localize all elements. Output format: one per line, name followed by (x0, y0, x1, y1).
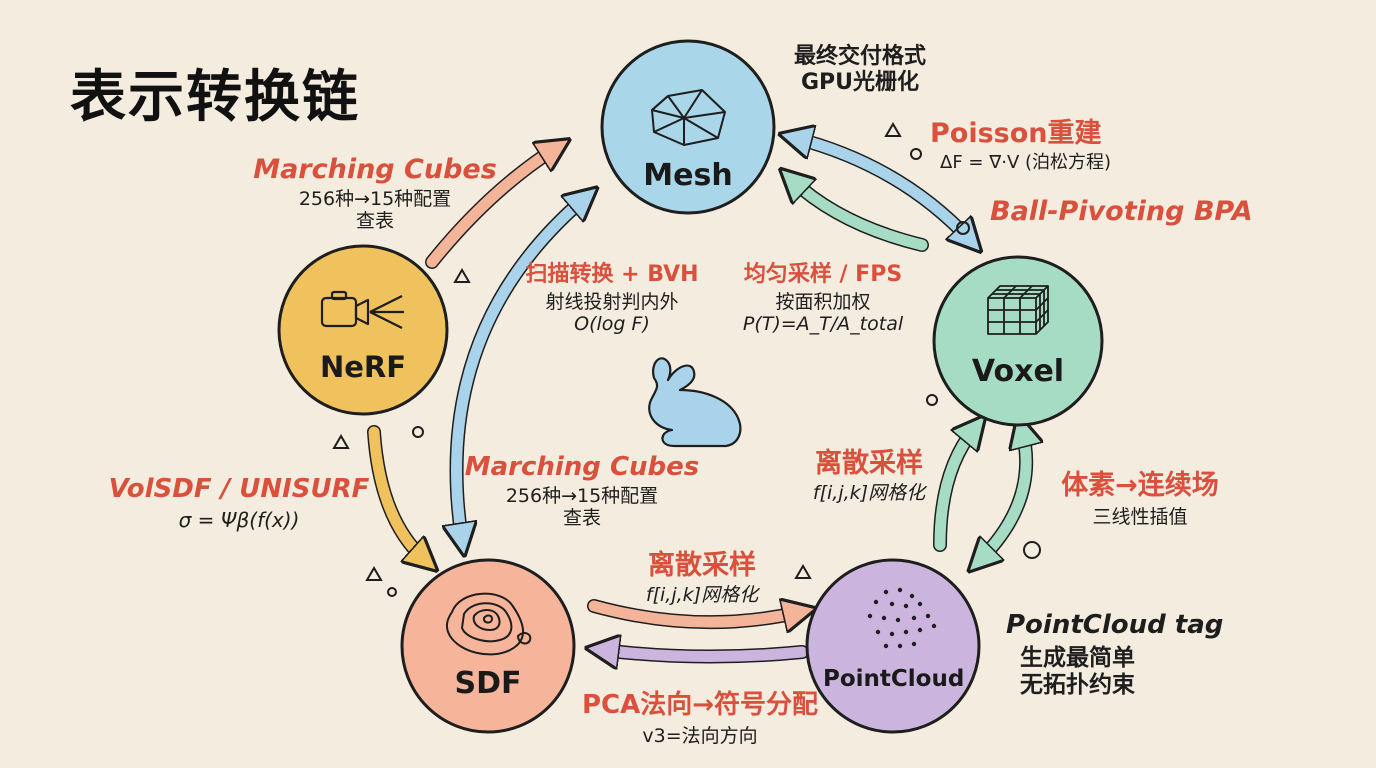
label-mesh-to-pointcloud: 均匀采样 / FPS 按面积加权 P(T)=A_T/A_total (718, 262, 928, 336)
method-label: 离散采样 (815, 448, 923, 479)
pointcloud-note-title: PointCloud tag (1006, 610, 1224, 640)
node-label-nerf: NeRF (319, 350, 407, 384)
detail-label: f[i,j,k]网格化 (645, 583, 759, 606)
mesh-note-line2: GPU光栅化 (800, 69, 920, 95)
method-label: 离散采样 (648, 550, 756, 581)
detail-label: O(log F) (574, 313, 650, 336)
method-label-bpa: Ball-Pivoting BPA (990, 196, 1253, 227)
contour-icon (445, 592, 532, 656)
circle-deco (956, 221, 970, 235)
page-title: 表示转换链 (70, 65, 360, 130)
method-label: Marching Cubes (253, 154, 497, 185)
node-label-sdf: SDF (454, 666, 522, 701)
label-voxel-to-pointcloud: 体素→连续场 三线性插值 (1040, 470, 1240, 528)
circle-deco (910, 148, 922, 160)
voxel-cube-icon (987, 285, 1049, 335)
label-pointcloud-to-sdf: PCA法向→符号分配 v3=法向方向 (560, 690, 840, 747)
decorations (332, 122, 1041, 597)
label-nerf-to-mesh: Marching Cubes 256种→15种配置 查表 (240, 154, 510, 233)
triangle-deco (794, 564, 812, 579)
node-nerf (277, 244, 449, 416)
triangle-deco (365, 566, 383, 581)
triangle-deco (884, 122, 902, 137)
arrow-pointcloud-to-sdf (602, 650, 809, 657)
formula-label: ΔF = ∇·V (泊松方程) (940, 151, 1112, 173)
camera-icon (320, 290, 404, 329)
label-nerf-to-sdf: VolSDF / UNISURF σ = Ψβ(f(x)) (104, 474, 374, 532)
circle-deco (412, 426, 424, 438)
method-label: 体素→连续场 (1061, 470, 1219, 501)
detail-label: v3=法向方向 (642, 724, 758, 747)
node-sdf (400, 558, 576, 734)
arrow-voxel-to-mesh (792, 180, 929, 252)
arrow-mesh-voxel-upper (795, 138, 970, 240)
arrow-mesh-sdf (457, 198, 585, 540)
circle-deco (1023, 541, 1041, 559)
arrow-sdf-to-pointcloud (587, 606, 800, 622)
label-sdf-to-pointcloud: 离散采样 f[i,j,k]网格化 (612, 550, 792, 606)
method-label: Poisson重建 (930, 118, 1102, 149)
detail-label: 查表 (355, 210, 394, 233)
node-label-mesh: Mesh (643, 158, 733, 193)
method-label: 扫描转换 + BVH (525, 262, 699, 287)
point-cloud-icon (867, 587, 937, 649)
arrow-nerf-to-sdf (367, 425, 425, 560)
formula-label: P(T)=A_T/A_total (742, 313, 904, 336)
pointcloud-note-line2: 无拓扑约束 (1020, 671, 1135, 698)
triangle-deco (332, 434, 350, 449)
detail-label: 查表 (562, 507, 601, 530)
label-pointcloud-to-voxel: 离散采样 f[i,j,k]网格化 (784, 448, 954, 504)
detail-label: 256种→15种配置 (298, 187, 452, 210)
label-mesh-voxel: Poisson重建 ΔF = ∇·V (泊松方程) (930, 118, 1130, 173)
label-sdf-to-mesh: Marching Cubes 256种→15种配置 查表 (462, 452, 702, 529)
detail-label: f[i,j,k]网格化 (812, 481, 926, 504)
method-label: VolSDF / UNISURF (108, 474, 370, 504)
circle-deco (926, 394, 938, 406)
detail-label: 按面积加权 (775, 290, 871, 313)
method-label: PCA法向→符号分配 (581, 690, 819, 720)
node-label-pointcloud: PointCloud (823, 666, 965, 692)
pointcloud-note: PointCloud tag 生成最简单 无拓扑约束 (1006, 610, 1236, 699)
node-mesh (600, 39, 776, 215)
method-label: 均匀采样 / FPS (743, 262, 903, 287)
node-pointcloud (805, 558, 981, 734)
formula-label: σ = Ψβ(f(x)) (178, 507, 300, 532)
detail-label: 256种→15种配置 (505, 484, 659, 507)
label-mesh-to-sdf: 扫描转换 + BVH 射线投射判内外 O(log F) (512, 262, 712, 336)
pointcloud-note-line1: 生成最简单 (1020, 644, 1135, 671)
node-voxel (932, 255, 1104, 427)
circle-deco (387, 587, 397, 597)
method-label: Marching Cubes (464, 452, 700, 482)
bunny-icon (648, 357, 742, 448)
arrow-voxel-pointcloud (980, 430, 1026, 560)
mesh-icon (651, 89, 726, 146)
mesh-note-line1: 最终交付格式 (793, 44, 926, 69)
detail-label: 三线性插值 (1092, 505, 1188, 528)
node-label-voxel: Voxel (971, 354, 1065, 389)
mesh-note: 最终交付格式 GPU光栅化 (760, 44, 960, 96)
triangle-deco (453, 268, 471, 283)
detail-label: 射线投射判内外 (545, 290, 679, 313)
